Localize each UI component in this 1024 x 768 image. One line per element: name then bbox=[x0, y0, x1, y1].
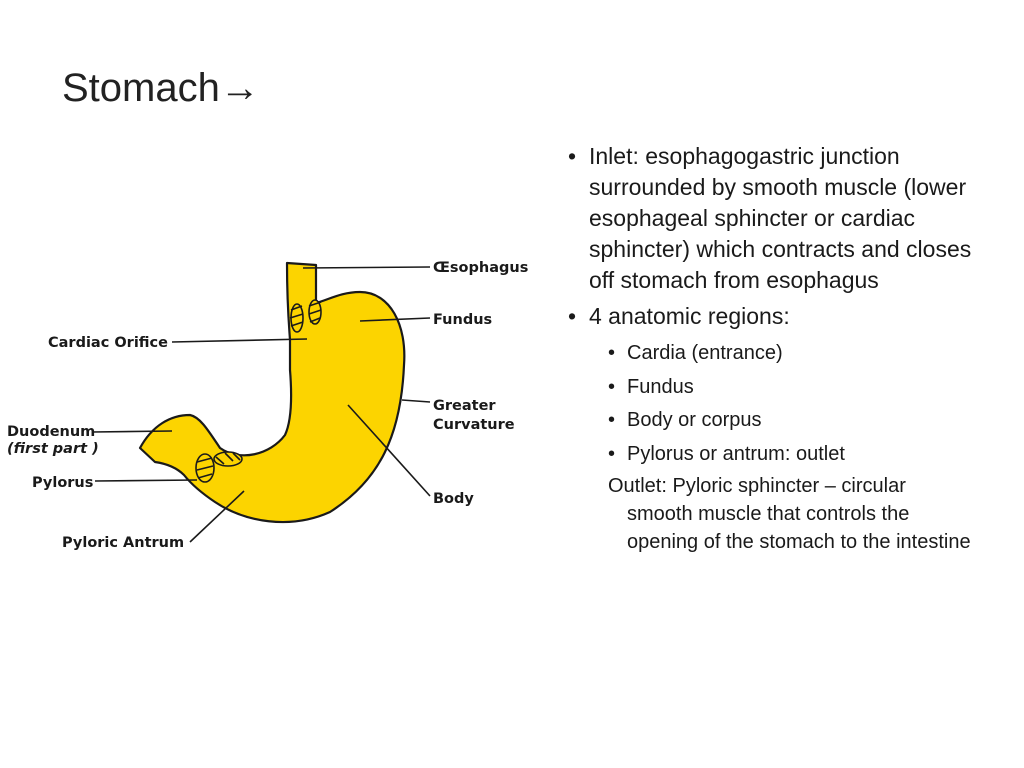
region-item: • Fundus bbox=[566, 371, 976, 405]
label-cardiac-orifice: Cardiac Orifice bbox=[48, 335, 168, 351]
bullet-inlet: • Inlet: esophagogastric junction surrou… bbox=[566, 141, 976, 296]
label-greater-curvature-line1: Greater bbox=[433, 398, 496, 414]
region-item-text: Body or corpus bbox=[627, 409, 762, 431]
outlet-note: Outlet: Pyloric sphincter – circular smo… bbox=[608, 475, 971, 553]
label-greater-curvature-line2: Curvature bbox=[433, 417, 515, 433]
bullet-dot: • bbox=[608, 342, 616, 364]
label-fundus: Fundus bbox=[433, 312, 492, 328]
bullet-dot: • bbox=[608, 409, 616, 431]
bullet-dot: • bbox=[568, 143, 577, 169]
region-item: • Body or corpus bbox=[566, 404, 976, 438]
bullet-regions-text: 4 anatomic regions: bbox=[589, 303, 790, 329]
label-pylorus: Pylorus bbox=[32, 475, 93, 491]
region-item: • Cardia (entrance) bbox=[566, 337, 976, 371]
sphincter-hatching bbox=[195, 299, 322, 483]
label-body: Body bbox=[433, 491, 474, 507]
content-bullets: • Inlet: esophagogastric junction surrou… bbox=[566, 141, 976, 556]
bullet-dot: • bbox=[608, 442, 616, 465]
slide-title: Stomach→ bbox=[62, 66, 260, 110]
stomach-shape bbox=[138, 261, 406, 524]
label-pyloric-antrum: Pyloric Antrum bbox=[62, 535, 184, 551]
label-duodenum-line1: Duodenum bbox=[7, 424, 95, 440]
region-item: • Pylorus or antrum: outlet bbox=[566, 438, 976, 472]
label-esophagus: Œsophagus bbox=[433, 260, 528, 276]
stomach-diagram: Œsophagus Fundus Cardiac Orifice Greater… bbox=[0, 230, 560, 580]
bullet-regions: • 4 anatomic regions: bbox=[566, 301, 976, 332]
bullet-dot: • bbox=[608, 375, 616, 398]
bullet-inlet-text: Inlet: esophagogastric junction surround… bbox=[589, 143, 972, 293]
region-item-text: Cardia (entrance) bbox=[627, 342, 783, 364]
label-duodenum-line2: (first part ) bbox=[7, 441, 99, 457]
region-item-text: Fundus bbox=[627, 375, 694, 398]
bullet-dot: • bbox=[568, 303, 577, 329]
leader-lines bbox=[91, 266, 431, 543]
region-item-text: Pylorus or antrum: outlet bbox=[627, 442, 845, 465]
